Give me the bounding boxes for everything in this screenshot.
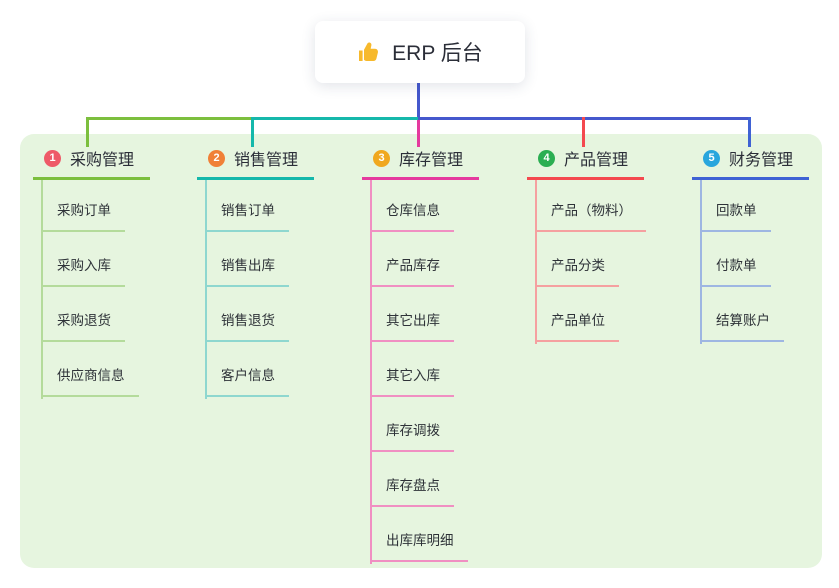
branch-sales: 2 销售管理 销售订单 销售出库 销售退货 客户信息 xyxy=(197,146,314,399)
branch-inventory: 3 库存管理 仓库信息 产品库存 其它出库 其它入库 库存调拨 库存盘点 出库库… xyxy=(362,146,479,564)
branch-title: 销售管理 xyxy=(234,152,299,169)
child-node[interactable]: 采购订单 xyxy=(41,201,125,232)
child-node[interactable]: 出库库明细 xyxy=(370,531,468,562)
child-node[interactable]: 结算账户 xyxy=(700,311,784,342)
child-node[interactable]: 采购入库 xyxy=(41,256,125,287)
branch-product: 4 产品管理 产品（物料） 产品分类 产品单位 xyxy=(527,146,646,344)
connector-root-drop xyxy=(417,83,420,120)
branch-number-badge: 3 xyxy=(373,149,390,167)
child-node[interactable]: 产品库存 xyxy=(370,256,454,287)
branch-title: 产品管理 xyxy=(564,152,629,169)
branch-spine xyxy=(41,180,43,399)
branch-title: 财务管理 xyxy=(729,152,794,169)
branch-purchase: 1 采购管理 采购订单 采购入库 采购退货 供应商信息 xyxy=(33,146,150,399)
branch-number-badge: 1 xyxy=(44,149,61,167)
child-node[interactable]: 其它入库 xyxy=(370,366,454,397)
connector-drop-purchase xyxy=(86,117,89,147)
child-node[interactable]: 供应商信息 xyxy=(41,366,139,397)
child-node[interactable]: 库存调拨 xyxy=(370,421,454,452)
connector-drop-finance xyxy=(748,117,751,147)
connector-bus-mid xyxy=(253,117,418,120)
branch-number-badge: 4 xyxy=(538,149,555,167)
root-node[interactable]: ERP 后台 xyxy=(315,21,525,83)
branch-title: 库存管理 xyxy=(399,152,464,169)
child-node[interactable]: 客户信息 xyxy=(205,366,289,397)
child-node[interactable]: 产品分类 xyxy=(535,256,619,287)
branch-spine xyxy=(535,180,537,344)
child-node[interactable]: 回款单 xyxy=(700,201,771,232)
branch-finance: 5 财务管理 回款单 付款单 结算账户 xyxy=(692,146,809,344)
child-node[interactable]: 仓库信息 xyxy=(370,201,454,232)
child-node[interactable]: 销售退货 xyxy=(205,311,289,342)
child-node[interactable]: 产品单位 xyxy=(535,311,619,342)
branch-spine xyxy=(205,180,207,399)
branch-header-product[interactable]: 4 产品管理 xyxy=(527,146,644,180)
child-node[interactable]: 销售出库 xyxy=(205,256,289,287)
connector-drop-product xyxy=(582,117,585,147)
child-node[interactable]: 库存盘点 xyxy=(370,476,454,507)
connector-drop-inventory xyxy=(417,120,420,147)
child-node[interactable]: 付款单 xyxy=(700,256,771,287)
branch-number-badge: 2 xyxy=(208,149,225,167)
child-node[interactable]: 采购退货 xyxy=(41,311,125,342)
branch-number-badge: 5 xyxy=(703,149,720,167)
branch-spine xyxy=(700,180,702,344)
branches-panel xyxy=(20,134,822,568)
child-node[interactable]: 销售订单 xyxy=(205,201,289,232)
root-title: ERP 后台 xyxy=(392,42,483,65)
branch-header-purchase[interactable]: 1 采购管理 xyxy=(33,146,150,180)
branch-header-inventory[interactable]: 3 库存管理 xyxy=(362,146,479,180)
child-node[interactable]: 其它出库 xyxy=(370,311,454,342)
branch-spine xyxy=(370,180,372,564)
connector-bus-left xyxy=(86,117,253,120)
branch-header-sales[interactable]: 2 销售管理 xyxy=(197,146,314,180)
thumbs-up-icon xyxy=(357,40,381,64)
branch-header-finance[interactable]: 5 财务管理 xyxy=(692,146,809,180)
branch-title: 采购管理 xyxy=(70,152,135,169)
connector-drop-sales xyxy=(251,117,254,147)
child-node[interactable]: 产品（物料） xyxy=(535,201,646,232)
